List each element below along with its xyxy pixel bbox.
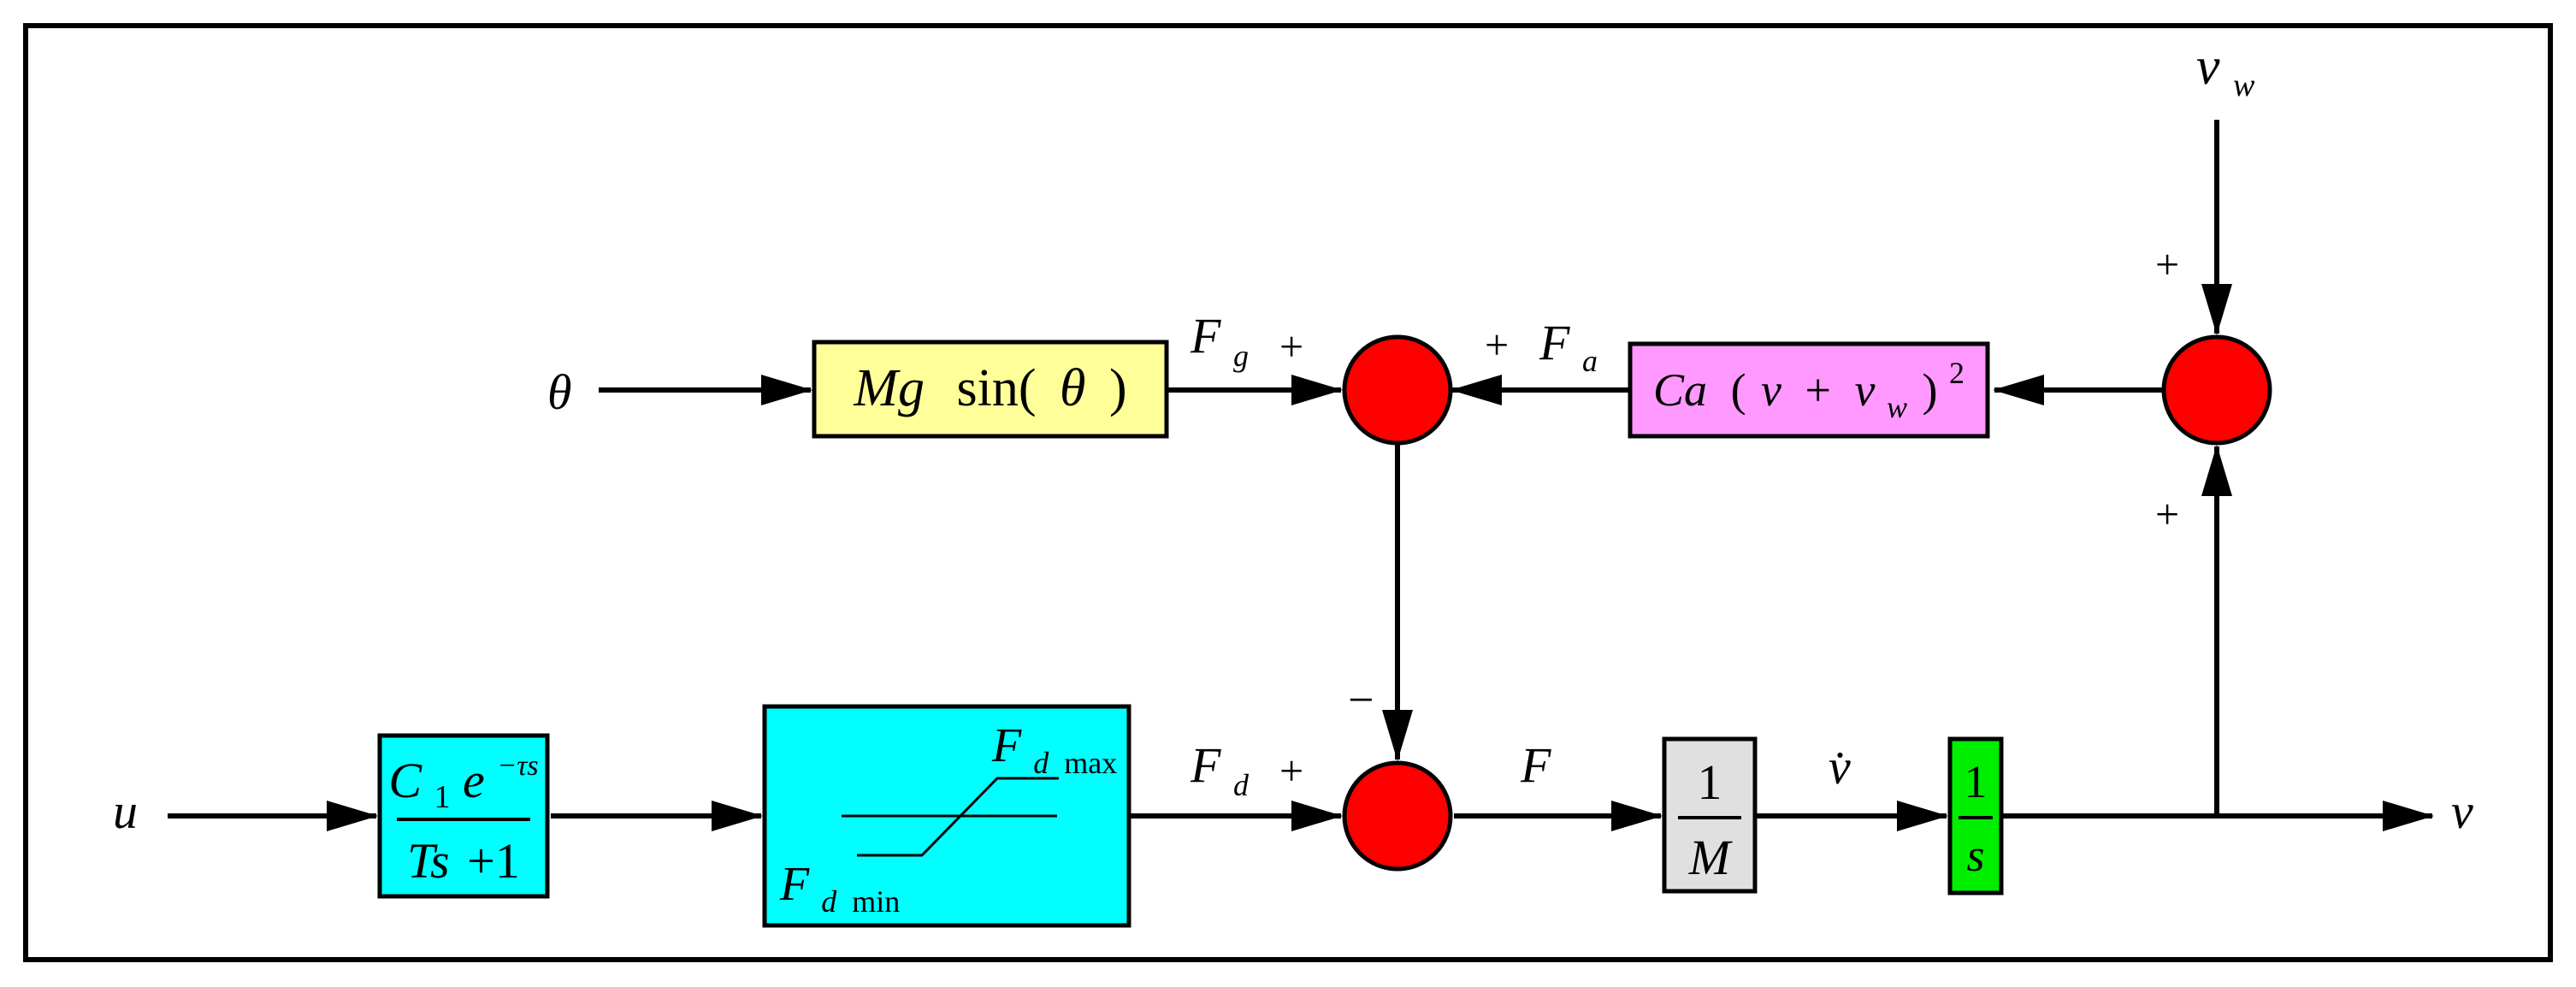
actuator-numerator: C 1 e −τs	[388, 750, 538, 819]
sign-fg-plus: +	[1279, 322, 1303, 370]
mass-block	[1662, 736, 1758, 894]
sign-minus: −	[1348, 674, 1374, 725]
gravity-block-label: Mg sin( θ )	[853, 359, 1126, 417]
signal-theta: θ	[547, 364, 572, 420]
signal-u: u	[113, 783, 138, 839]
sign-fd-plus: +	[1279, 747, 1303, 795]
sum-junction-top	[1342, 334, 1453, 446]
gravity-block	[812, 340, 1169, 439]
diagram-frame	[23, 23, 2553, 962]
signal-v-output: v	[2451, 783, 2473, 839]
signal-fg: F g	[1190, 308, 1249, 373]
sign-fa-plus: +	[1485, 321, 1509, 369]
signal-vw: v w	[2196, 38, 2255, 103]
actuator-denominator: Ts +1	[407, 833, 520, 889]
actuator-block	[377, 733, 550, 899]
mass-denominator: M	[1688, 830, 1733, 885]
saturation-min-label: F d min	[779, 858, 900, 923]
sign-vw-plus: +	[2155, 240, 2179, 288]
saturation-curve	[857, 777, 1059, 857]
signal-fa: F a	[1539, 315, 1598, 378]
aero-drag-block	[1628, 341, 1990, 439]
sum-junction-wind	[2161, 334, 2272, 446]
sign-v-plus: +	[2155, 490, 2179, 538]
aero-drag-block-label: Ca ( v + v w ) 2	[1653, 356, 1964, 428]
saturation-max-label: F d max	[991, 719, 1117, 784]
signal-f: F	[1520, 737, 1551, 793]
integrator-denominator: s	[1966, 830, 1984, 881]
sum-junction-bottom	[1342, 760, 1453, 872]
signal-fd: F d	[1190, 737, 1250, 802]
integrator-numerator: 1	[1964, 756, 1988, 807]
mass-numerator: 1	[1698, 754, 1722, 810]
signal-vdot: v̇	[1829, 739, 1851, 795]
